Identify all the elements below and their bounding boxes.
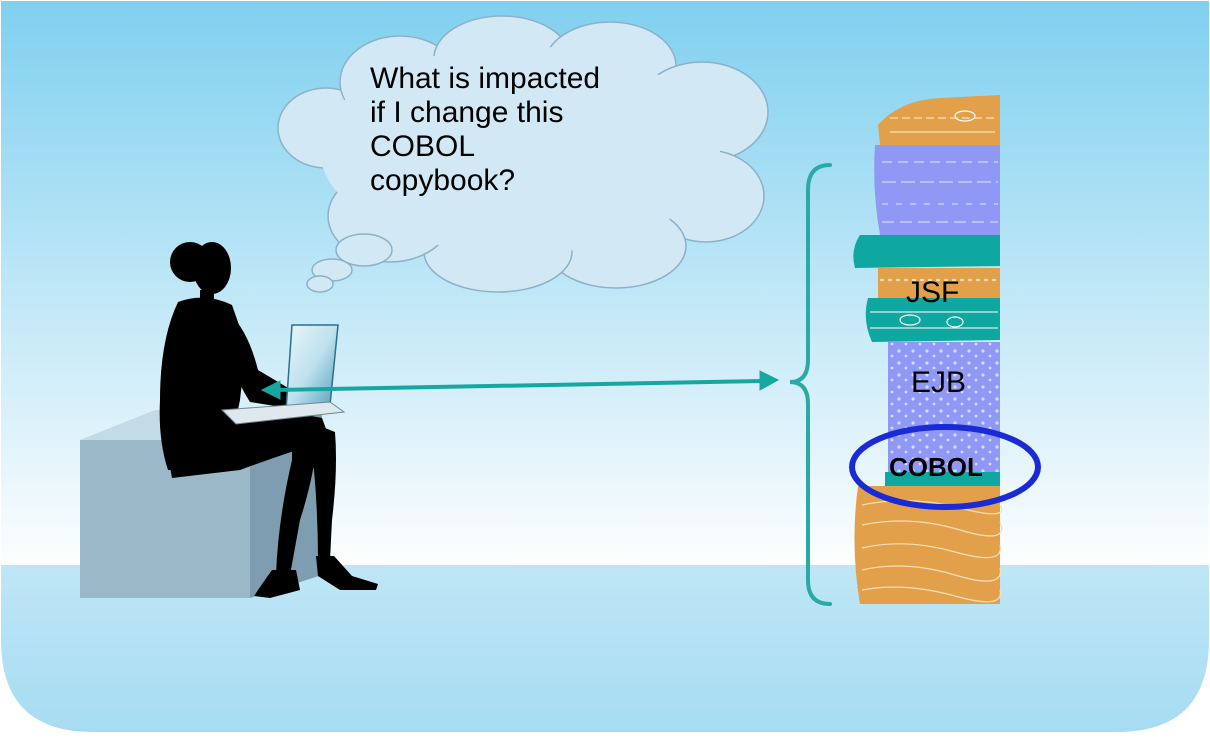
thought-cloud	[277, 15, 769, 293]
thought-line-2: if I change this	[370, 96, 564, 129]
technology-stack	[853, 95, 1003, 604]
double-arrow	[260, 370, 780, 400]
layer-label-jsf: JSF	[906, 276, 960, 309]
thought-line-3: COBOL	[370, 130, 476, 163]
curly-brace	[789, 163, 832, 606]
layer-label-ejb: EJB	[911, 366, 967, 399]
woman-silhouette	[159, 242, 378, 598]
layer-label-cobol: COBOL	[889, 452, 983, 482]
thought-line-1: What is impacted	[370, 62, 601, 95]
thought-bubble-text: What is impacted if I change this COBOL …	[370, 62, 670, 198]
thought-line-4: copybook?	[370, 164, 516, 197]
cobol-highlight-ring	[849, 424, 1041, 510]
